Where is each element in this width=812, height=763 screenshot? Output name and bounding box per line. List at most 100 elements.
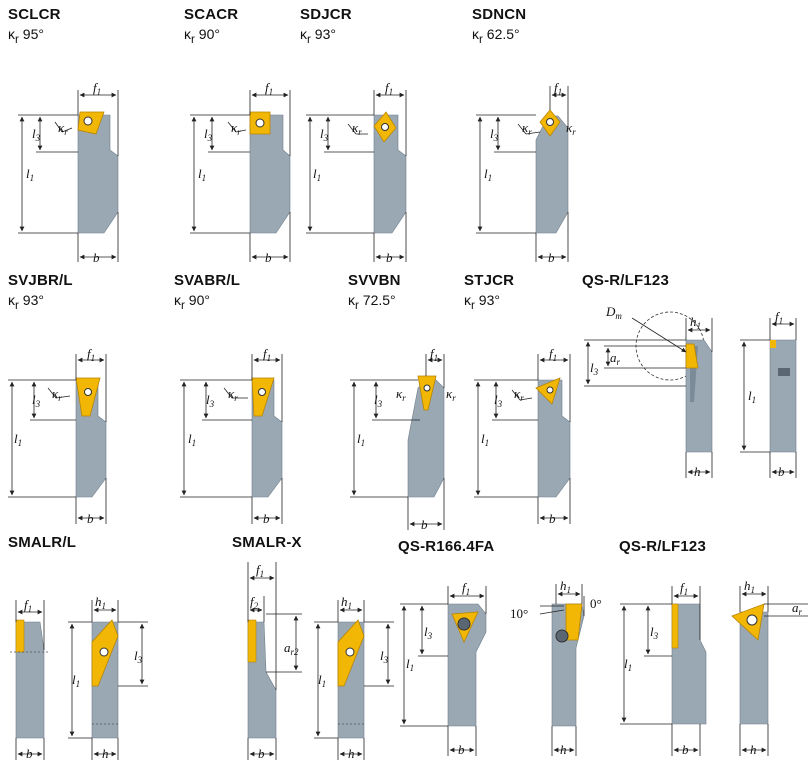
title-smalr: SMALR/L [8, 534, 77, 551]
svg-text:f1: f1 [680, 580, 688, 597]
svg-text:l3: l3 [206, 392, 215, 409]
diagram-qs-lf123-front: Dm h1 ar l3 h [584, 304, 713, 479]
diagram-smalr-side: f1 b [10, 597, 48, 761]
diagram-svvbn: l1 l3 f1 b κr κr [350, 346, 456, 532]
svg-text:l3: l3 [320, 126, 329, 143]
svg-text:h: h [694, 464, 701, 479]
svg-text:ar2: ar2 [284, 640, 299, 657]
tool-holder-shape [537, 379, 571, 498]
diagram-stjcr: l1 l3 f1 b κr [474, 346, 571, 526]
svg-text:b: b [258, 746, 265, 761]
svg-text:h: h [750, 742, 757, 757]
svg-text:b: b [386, 250, 393, 265]
svg-text:h1: h1 [690, 314, 701, 331]
svg-text:l3: l3 [494, 392, 503, 409]
svg-text:κr: κr [514, 386, 524, 403]
svg-text:l1: l1 [357, 431, 365, 448]
insert-shape [565, 603, 583, 641]
diagram-scacr: l1 l3 f1 b κr [190, 80, 291, 265]
diagram-qs-lf123-b-side: f1 l1 l3 b [620, 580, 707, 757]
tool-holder-shape [447, 603, 487, 727]
diagram-sdjcr: l1 l3 f1 b κr [306, 80, 407, 265]
svg-text:f1: f1 [24, 597, 32, 614]
insert-shape [75, 377, 101, 417]
svg-text:κr: κr [52, 386, 62, 403]
diagram-svjbr: l1 l3 f1 b κr [8, 346, 107, 526]
svg-text:h: h [102, 746, 109, 761]
svg-text:h1: h1 [95, 594, 106, 611]
svg-text:l1: l1 [481, 431, 489, 448]
diagram-sclcr: l1 l3 f1 b κr [18, 80, 119, 265]
title-sclcr: SCLCR [8, 6, 61, 23]
diagram-sdncn: l1 l3 f1 b κr κr [476, 80, 576, 265]
svg-text:l3: l3 [204, 126, 213, 143]
svg-text:h: h [560, 742, 567, 757]
dim-l3: l3 [32, 126, 41, 143]
svg-text:l1: l1 [748, 388, 756, 405]
tool-holder-shape [373, 114, 407, 234]
angle-stjcr: κr 93° [464, 292, 500, 312]
title-scacr: SCACR [184, 6, 239, 23]
svg-text:l1: l1 [484, 166, 492, 183]
svg-text:l3: l3 [374, 392, 383, 409]
svg-text:κr: κr [522, 120, 532, 137]
svg-text:l1: l1 [624, 656, 632, 673]
svg-text:h: h [348, 746, 355, 761]
svg-text:κr: κr [228, 386, 238, 403]
tool-holder-shape [769, 339, 797, 453]
svg-text:l3: l3 [380, 648, 389, 665]
svg-text:ar: ar [610, 350, 621, 367]
kappa-label: κr [58, 120, 68, 137]
title-stjcr: STJCR [464, 272, 515, 289]
angle-svjbr: κr 93° [8, 292, 44, 312]
svg-text:l3: l3 [590, 360, 599, 377]
svg-text:f1: f1 [265, 80, 273, 97]
svg-text:b: b [548, 250, 555, 265]
diagram-smalr-x-side: f1 f2 ar2 b [247, 562, 302, 761]
svg-text:f1: f1 [87, 346, 95, 363]
title-svjbr: SVJBR/L [8, 272, 73, 289]
svg-text:l3: l3 [650, 624, 659, 641]
svg-text:l1: l1 [188, 431, 196, 448]
svg-text:b: b [458, 742, 465, 757]
svg-text:b: b [682, 742, 689, 757]
svg-text:l1: l1 [72, 672, 80, 689]
dim-f1: f1 [93, 80, 101, 97]
svg-text:h1: h1 [744, 578, 755, 595]
svg-text:b: b [778, 464, 785, 479]
title-sdjcr: SDJCR [300, 6, 352, 23]
svg-text:κr: κr [352, 120, 362, 137]
angle-svabr: κr 90° [174, 292, 210, 312]
diagram-qs-r166-side: f1 l1 l3 b [400, 580, 487, 757]
svg-text:b: b [263, 511, 270, 526]
svg-text:l3: l3 [490, 126, 499, 143]
svg-text:10°: 10° [510, 606, 528, 621]
svg-text:b: b [421, 517, 428, 532]
diagram-qs-r166-front: h1 10° 0° h [510, 578, 602, 757]
title-svvbn: SVVBN [348, 272, 401, 289]
title-qs-lf123-b: QS-R/LF123 [619, 538, 707, 555]
svg-text:h1: h1 [560, 578, 571, 595]
svg-text:Dm: Dm [605, 304, 622, 321]
svg-text:0°: 0° [590, 596, 602, 611]
svg-text:f1: f1 [263, 346, 271, 363]
svg-text:f1: f1 [430, 346, 438, 363]
svg-text:κr: κr [231, 120, 241, 137]
svg-text:f1: f1 [462, 580, 470, 597]
svg-text:l1: l1 [198, 166, 206, 183]
svg-text:f1: f1 [256, 562, 264, 579]
diagram-smalr-x-front: h1 l1 l3 h [314, 594, 394, 761]
svg-text:b: b [87, 511, 94, 526]
svg-text:h1: h1 [341, 594, 352, 611]
title-svabr: SVABR/L [174, 272, 241, 289]
svg-text:b: b [265, 250, 272, 265]
svg-text:κr: κr [446, 386, 456, 403]
insert-shape [685, 343, 699, 369]
svg-text:b: b [26, 746, 33, 761]
svg-text:l3: l3 [134, 648, 143, 665]
svg-text:l3: l3 [32, 392, 41, 409]
svg-text:f2: f2 [250, 594, 259, 611]
svg-text:f1: f1 [554, 80, 562, 97]
svg-text:f1: f1 [549, 346, 557, 363]
